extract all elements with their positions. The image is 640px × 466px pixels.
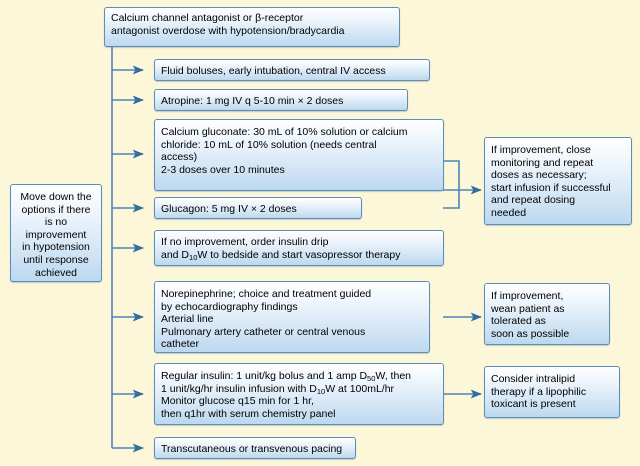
step-atropine: Atropine: 1 mg IV q 5-10 min × 2 doses bbox=[154, 89, 408, 111]
outcome-intralipid-therapy: Consider intralipid therapy if a lipophi… bbox=[484, 366, 620, 418]
step-calcium: Calcium gluconate: 30 mL of 10% solution… bbox=[154, 119, 444, 191]
left-note-box: Move down the options if there is no imp… bbox=[10, 184, 102, 282]
outcome-improvement-close-monitoring: If improvement, close monitoring and rep… bbox=[484, 137, 632, 225]
step-glucagon: Glucagon: 5 mg IV × 2 doses bbox=[154, 197, 362, 219]
outcome-improvement-wean-patient: If improvement, wean patient as tolerate… bbox=[484, 283, 610, 345]
step-pacing: Transcutaneous or transvenous pacing bbox=[154, 437, 356, 459]
merge-calcium-glucagon bbox=[443, 160, 460, 191]
step-regular-insulin: Regular insulin: 1 unit/kg bolus and 1 a… bbox=[154, 363, 444, 425]
step-fluid-boluses: Fluid boluses, early intubation, central… bbox=[154, 59, 430, 81]
step-norepinephrine: Norepinephrine; choice and treatment gui… bbox=[154, 281, 430, 353]
merge-glucagon-riser bbox=[443, 190, 460, 209]
title-box: Calcium channel antagonist or β-receptor… bbox=[104, 7, 400, 47]
